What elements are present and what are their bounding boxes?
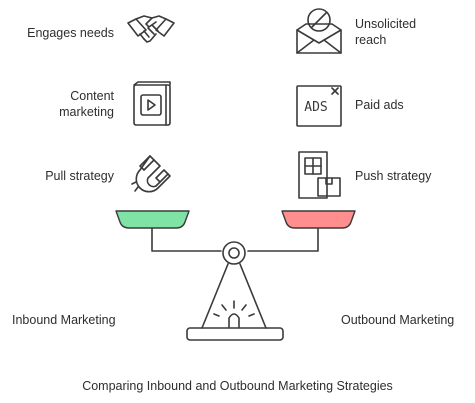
left-pan — [115, 210, 190, 229]
handshake-icon — [126, 14, 176, 50]
storefront-icon — [296, 150, 344, 200]
scale-beam — [151, 221, 222, 252]
scale-pivot — [222, 241, 246, 265]
ads-icon-text: ADS — [304, 100, 327, 115]
push-strategy-label: Push strategy — [355, 169, 432, 183]
magnet-icon — [128, 152, 172, 196]
content-marketing-line1: Content — [70, 89, 114, 103]
content-marketing-label: Content marketing — [22, 88, 114, 120]
scale-stand — [201, 263, 267, 329]
right-pan — [281, 210, 356, 229]
pull-strategy-label: Pull strategy — [45, 169, 114, 183]
unsolicited-reach-line1: Unsolicited — [355, 17, 417, 31]
unsolicited-reach-line2: reach — [355, 33, 387, 47]
unsolicited-reach-label: Unsolicited reach — [355, 16, 416, 48]
diagram-title: Comparing Inbound and Outbound Marketing… — [82, 379, 393, 393]
engages-needs-label: Engages needs — [27, 26, 114, 40]
video-player-icon — [131, 81, 173, 127]
outbound-marketing-label: Outbound Marketing — [341, 313, 455, 327]
blocked-mail-icon — [294, 6, 344, 56]
scale-base — [186, 327, 284, 341]
paid-ads-label: Paid ads — [355, 98, 404, 112]
inbound-marketing-label: Inbound Marketing — [12, 313, 116, 327]
ads-window-icon: ADS — [295, 84, 343, 128]
content-marketing-line2: marketing — [59, 105, 114, 119]
